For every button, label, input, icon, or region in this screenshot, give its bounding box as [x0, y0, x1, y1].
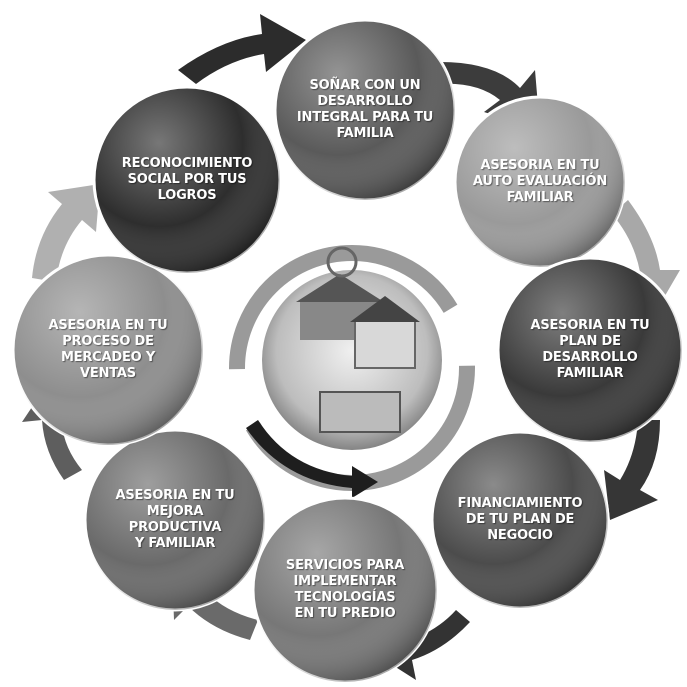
step-circle-shading-8: [94, 87, 280, 273]
step-circle-shading-1: [275, 20, 455, 200]
arrow-8-to-1: [178, 14, 306, 84]
step-circle-shading-4: [432, 432, 608, 608]
step-label-5: SERVICIOS PARA IMPLEMENTAR TECNOLOGÍAS E…: [285, 557, 405, 622]
arrow-3-to-4: [604, 420, 660, 520]
step-circle-shading-6: [85, 430, 265, 610]
arrow-7-to-8: [32, 184, 100, 282]
step-label-1: SOÑAR CON UN DESARROLLO INTEGRAL PARA TU…: [296, 77, 434, 142]
step-circle-shading-7: [13, 255, 203, 445]
step-circle-shading-5: [253, 498, 437, 682]
step-label-8: RECONOCIMIENTO SOCIAL POR TUS LOGROS: [121, 155, 253, 204]
arrow-2-to-3: [612, 200, 680, 318]
step-circle-shading-3: [498, 258, 682, 442]
barn-roof: [296, 274, 384, 302]
step-label-4: FINANCIAMIENTO DE TU PLAN DE NEGOCIO: [457, 495, 583, 544]
greenhouse: [319, 391, 401, 433]
house-roof: [350, 296, 420, 322]
step-label-7: ASESORIA EN TU PROCESO DE MERCADEO Y VEN…: [48, 317, 168, 382]
house: [354, 319, 416, 369]
step-label-2: ASESORIA EN TU AUTO EVALUACIÓN FAMILIAR: [472, 157, 608, 206]
step-circle-shading-2: [455, 97, 625, 267]
sun-icon: [326, 246, 358, 278]
step-label-3: ASESORIA EN TU PLAN DE DESARROLLO FAMILI…: [530, 317, 650, 382]
inner-arrow: [246, 420, 378, 498]
step-label-6: ASESORIA EN TU MEJORA PRODUCTIVA Y FAMIL…: [115, 487, 235, 552]
center-illustration: [229, 245, 475, 498]
